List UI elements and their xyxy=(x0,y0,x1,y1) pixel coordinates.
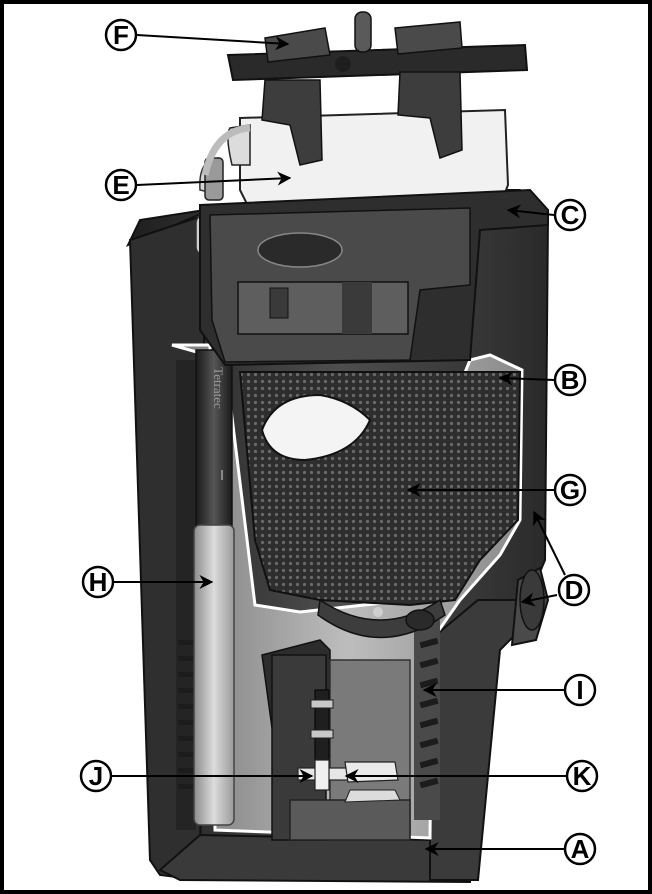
callout-circle xyxy=(553,363,587,397)
callout-a: A xyxy=(424,832,597,866)
callout-circle xyxy=(104,18,138,52)
callout-letter: E xyxy=(112,170,129,200)
callout-f: F xyxy=(104,18,290,52)
callout-arrow xyxy=(533,510,566,576)
callout-c: C xyxy=(506,198,587,232)
callout-letter: J xyxy=(89,761,103,791)
callout-circle xyxy=(79,759,113,793)
pump-housing xyxy=(261,639,411,841)
callout-letter: A xyxy=(571,834,590,864)
callout-i: I xyxy=(422,673,597,707)
callout-letter: H xyxy=(89,567,108,597)
filter-sponge xyxy=(238,371,522,607)
callout-letter: C xyxy=(561,200,580,230)
callout-d: D xyxy=(520,510,591,607)
top-clamp xyxy=(226,11,529,166)
callout-e: E xyxy=(104,168,292,202)
callout-g: G xyxy=(406,473,587,507)
callout-layer: F E C B G D H I J K A xyxy=(79,18,599,866)
callout-arrow xyxy=(136,34,290,51)
intake-slots-left xyxy=(176,360,196,830)
callout-circle xyxy=(563,832,597,866)
callout-k: K xyxy=(344,759,599,793)
callout-letter: K xyxy=(573,761,592,791)
impeller-cover xyxy=(344,761,399,783)
callout-arrow xyxy=(136,171,292,186)
callout-circle xyxy=(81,565,115,599)
callout-letter: I xyxy=(576,675,583,705)
heater-brand-label: Tetratec xyxy=(211,367,226,409)
callout-letter: D xyxy=(565,575,584,605)
callout-h: H xyxy=(81,565,214,599)
callout-letter: G xyxy=(560,475,580,505)
filter-top-assembly xyxy=(199,108,549,367)
callout-arrow xyxy=(520,592,558,607)
lid-logo xyxy=(257,232,343,268)
callout-j: J xyxy=(79,759,314,793)
callout-circle xyxy=(563,673,597,707)
callout-arrow xyxy=(506,204,555,219)
callout-arrow xyxy=(498,371,555,386)
chamber-knob xyxy=(405,609,435,631)
callout-b: B xyxy=(498,363,587,397)
callout-letter: F xyxy=(113,20,129,50)
chamber-hole xyxy=(373,607,383,617)
callout-circle xyxy=(553,473,587,507)
callout-circle xyxy=(104,168,138,202)
callout-circle xyxy=(557,573,591,607)
callout-letter: B xyxy=(561,365,580,395)
callout-circle xyxy=(553,198,587,232)
callout-circle xyxy=(565,759,599,793)
intake-slots-right xyxy=(414,620,440,820)
